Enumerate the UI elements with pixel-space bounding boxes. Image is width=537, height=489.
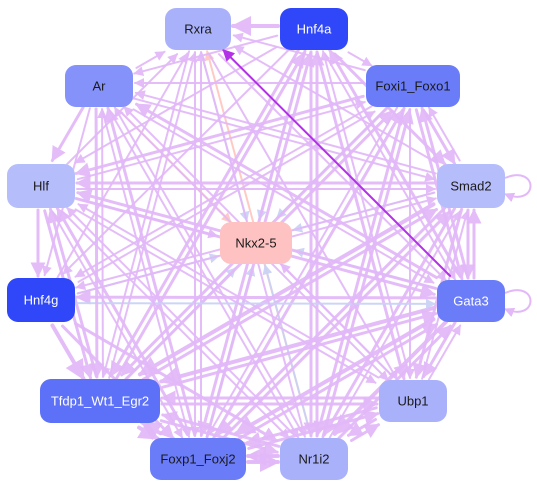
node-hlf-box [7, 164, 75, 208]
edge-hnf4a-to-foxi1_foxo1 [347, 51, 373, 67]
edge-gata3-to-ar [135, 102, 439, 280]
node-foxp1-box [150, 438, 246, 480]
edge-gata3-to-hnf4g [75, 289, 437, 305]
node-foxp1[interactable]: Foxp1_Foxj2 [150, 438, 246, 480]
edge-tfdp1-to-nr1i2 [159, 419, 279, 456]
node-smad2[interactable]: Smad2 [437, 164, 505, 208]
edge-foxi1_foxo1-to-nr1i2 [313, 106, 406, 437]
node-foxi1_foxo1-label: Foxi1_Foxo1 [375, 79, 450, 94]
edge-ar-to-smad2 [133, 97, 436, 182]
edge-smad2-to-ar [134, 90, 437, 175]
node-ar-box [65, 65, 133, 107]
node-gata3-label: Gata3 [453, 294, 488, 309]
edge-rxra-to-tfdp1 [100, 50, 191, 378]
edge-gata3-to-rxra [222, 48, 452, 277]
node-rxra[interactable]: Rxra [165, 8, 231, 50]
edge-tfdp1-to-smad2 [141, 207, 439, 382]
edge-nr1i2-to-hlf [66, 206, 295, 435]
node-hnf4g-label: Hnf4g [24, 293, 59, 308]
node-ar-label: Ar [93, 79, 107, 94]
node-smad2-label: Smad2 [450, 179, 491, 194]
edge-hlf-to-ubp1 [74, 208, 377, 384]
edge-ar-to-nr1i2 [108, 109, 300, 439]
edge-foxp1-to-foxi1_foxo1 [212, 108, 404, 439]
node-hnf4a-box [280, 8, 348, 50]
edge-smad2-to-foxi1_foxo1 [427, 106, 461, 162]
node-nkx2_5-label: Nkx2-5 [235, 236, 276, 251]
edge-ar-to-foxp1 [101, 108, 192, 438]
edge-nr1i2-to-tfdp1 [161, 411, 281, 448]
edge-smad2-self-loop [504, 174, 532, 203]
node-nr1i2[interactable]: Nr1i2 [280, 438, 348, 480]
node-hnf4a-label: Hnf4a [297, 22, 332, 37]
edge-nr1i2-to-ar [113, 106, 305, 436]
edge-foxp1-to-smad2 [221, 210, 451, 440]
edge-ubp1-to-gata3 [427, 324, 462, 381]
node-ar[interactable]: Ar [65, 65, 133, 107]
edge-rxra-to-gata3 [217, 53, 447, 282]
node-foxp1-label: Foxp1_Foxj2 [160, 452, 235, 467]
edge-ar-to-hlf [50, 105, 85, 162]
edge-rxra-to-ubp1 [207, 52, 399, 381]
edge-hlf-to-foxi1_foxo1 [76, 99, 366, 181]
node-nr1i2-label: Nr1i2 [298, 452, 329, 467]
edge-smad2-to-tfdp1 [137, 202, 436, 377]
node-tfdp1-box [40, 379, 160, 423]
node-gata3[interactable]: Gata3 [437, 280, 505, 322]
edge-ar-to-rxra [135, 50, 166, 69]
node-ubp1[interactable]: Ubp1 [379, 380, 447, 422]
edge-tfdp1-to-ar [97, 107, 108, 378]
node-smad2-box [437, 164, 505, 208]
edge-foxp1-to-gata3 [237, 322, 439, 441]
node-ubp1-label: Ubp1 [397, 394, 428, 409]
edge-gata3-to-foxp1 [234, 317, 436, 436]
node-hnf4g[interactable]: Hnf4g [7, 278, 75, 322]
edge-nr1i2-to-ubp1 [350, 423, 381, 442]
edge-hnf4g-to-tfdp1 [50, 323, 86, 381]
node-hnf4a[interactable]: Hnf4a [280, 8, 348, 50]
edge-hnf4g-to-foxi1_foxo1 [77, 110, 376, 283]
edge-hnf4a-to-tfdp1 [109, 49, 300, 378]
edge-ubp1-to-hlf [77, 203, 380, 379]
edge-nr1i2-to-nkx2_5 [262, 264, 312, 437]
node-rxra-box [165, 8, 231, 50]
node-tfdp1-label: Tfdp1_Wt1_Egr2 [51, 394, 149, 409]
node-nr1i2-box [280, 438, 348, 480]
node-ubp1-box [379, 380, 447, 422]
node-hlf[interactable]: Hlf [7, 164, 75, 208]
edge-foxp1-to-ar [104, 106, 197, 437]
edge-hlf-to-nr1i2 [61, 211, 290, 440]
edges-layer [30, 16, 532, 472]
edge-hnf4g-to-nr1i2 [73, 322, 278, 443]
node-nkx2_5-box [220, 222, 292, 264]
edge-ar-to-tfdp1 [89, 107, 105, 379]
node-nkx2_5[interactable]: Nkx2-5 [220, 222, 292, 264]
edge-tfdp1-to-gata3 [161, 309, 438, 389]
edge-hnf4a-to-ar [133, 34, 279, 77]
edge-ar-to-gata3 [132, 108, 435, 284]
edge-gata3-to-tfdp1 [159, 305, 437, 387]
node-gata3-box [437, 280, 505, 322]
node-tfdp1[interactable]: Tfdp1_Wt1_Egr2 [40, 379, 160, 423]
node-hnf4g-box [7, 278, 75, 322]
edge-tfdp1-to-foxp1 [137, 420, 160, 441]
node-foxi1_foxo1-box [366, 65, 460, 107]
edge-foxi1_foxo1-to-hlf [74, 94, 365, 178]
edge-hnf4g-to-gata3 [75, 298, 436, 309]
node-foxi1_foxo1[interactable]: Foxi1_Foxo1 [366, 65, 460, 107]
node-hlf-label: Hlf [33, 179, 49, 194]
edge-gata3-self-loop [504, 289, 532, 318]
edge-foxp1-to-hlf [55, 207, 189, 437]
node-rxra-label: Rxra [184, 22, 212, 37]
edge-hnf4a-to-hlf [74, 46, 278, 164]
